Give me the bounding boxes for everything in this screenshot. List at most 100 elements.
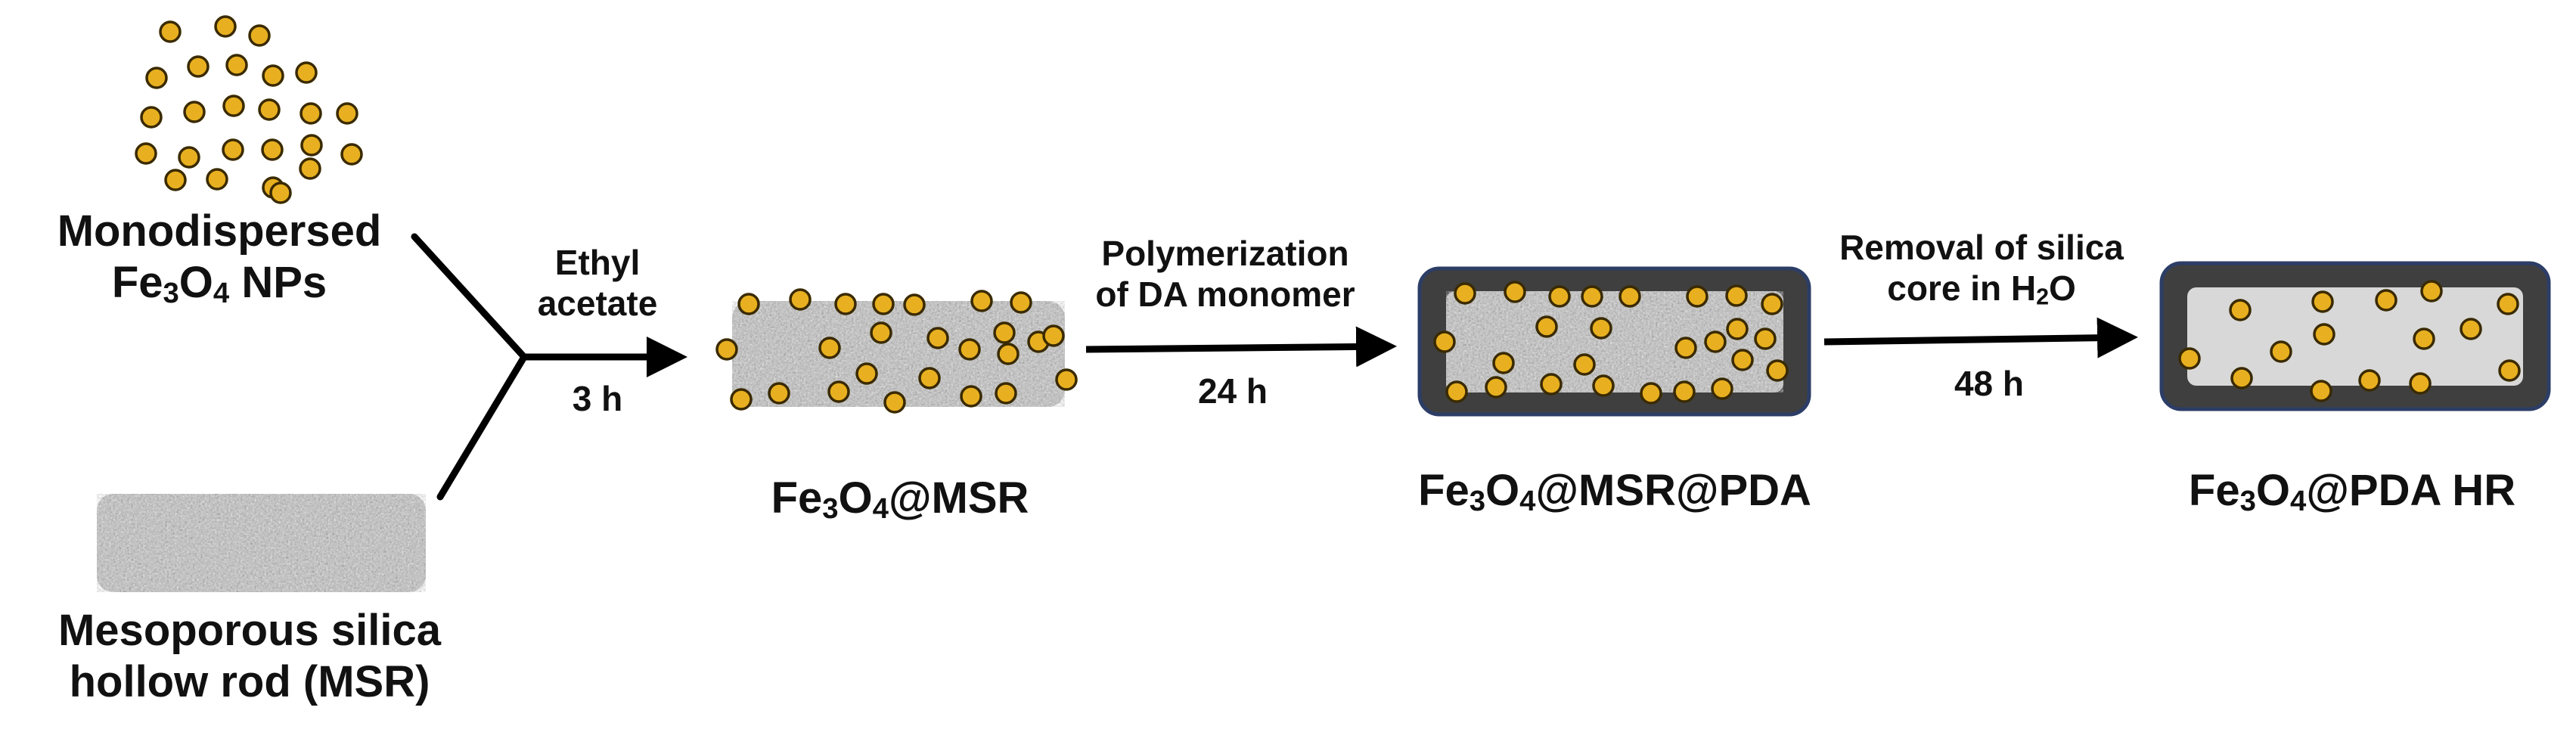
label-step2-conditions: Polymerization of DA monomer — [1095, 234, 1355, 315]
nanoparticle-dot — [1640, 382, 1662, 405]
label-product-fe3o4-msr: Fe3O4@MSR — [771, 473, 1029, 525]
nanoparticle-dot — [970, 290, 993, 312]
label-step1-time: 3 h — [572, 379, 623, 418]
arrow-step2 — [1085, 326, 1397, 368]
nanoparticle-dot — [789, 288, 812, 311]
nanoparticle-dot — [261, 138, 284, 161]
nanoparticle-dot — [1540, 373, 1563, 396]
msr-rod — [97, 494, 426, 592]
nanoparticle-dot — [993, 321, 1016, 344]
label-step3-conditions: Removal of silica core in H2O — [1839, 228, 2124, 310]
nanoparticle-dot — [1055, 368, 1078, 391]
nanoparticle-dot — [206, 168, 228, 191]
nanoparticle-dot — [1725, 284, 1748, 307]
nanoparticle-dot — [1548, 285, 1571, 308]
nanoparticle-dot — [1673, 380, 1696, 403]
nanoparticle-dot — [918, 367, 941, 389]
nanoparticle-dot — [262, 64, 284, 87]
nanoparticle-dot — [2460, 318, 2482, 340]
fe3o4-msr-rod — [732, 301, 1065, 407]
nanoparticle-dot — [870, 321, 892, 344]
nanoparticle-dot — [145, 67, 168, 89]
nanoparticle-dot — [818, 337, 841, 359]
nanoparticle-dot — [2310, 380, 2332, 402]
nanoparticle-dot — [187, 55, 209, 78]
nanoparticle-dot — [2498, 359, 2521, 382]
label-product-fe3o4-pda-hr: Fe3O4@PDA HR — [2188, 466, 2516, 517]
nanoparticle-dot — [248, 24, 271, 47]
nanoparticle-dot — [2375, 289, 2398, 312]
nanoparticle-dot — [1592, 374, 1615, 397]
nanoparticle-dot — [883, 391, 906, 414]
fe3o4-msr-pda-rod — [1417, 266, 1811, 417]
nanoparticle-dot — [258, 98, 281, 121]
nanoparticle-dot — [140, 106, 163, 129]
nanoparticle-dot — [135, 142, 157, 165]
nanoparticle-dot — [2311, 290, 2334, 313]
nanoparticle-dot — [1454, 282, 1476, 305]
nanoparticles — [135, 15, 2521, 414]
nanoparticle-dot — [1433, 330, 1456, 353]
nanoparticle-dot — [827, 380, 850, 403]
nanoparticle-dot — [1485, 376, 1507, 399]
nanoparticle-dot — [1535, 315, 1558, 338]
merge-connector — [411, 233, 687, 501]
nanoparticle-dot — [2313, 323, 2335, 346]
nanoparticle-dot — [183, 101, 206, 123]
nanoparticle-dot — [1674, 337, 1697, 359]
nanoparticle-dot — [1726, 318, 1749, 340]
nanoparticle-dot — [225, 54, 248, 76]
label-step1-conditions: Ethyl acetate — [537, 243, 658, 324]
nanoparticle-dot — [2420, 280, 2443, 303]
nanoparticle-dot — [2497, 293, 2519, 315]
nanoparticle-dot — [1766, 359, 1789, 382]
nanoparticle-dot — [2229, 299, 2252, 321]
nanoparticle-dot — [960, 385, 982, 408]
nanoparticle-dot — [730, 388, 753, 411]
nanoparticle-dot — [222, 138, 244, 161]
nanoparticle-dot — [1573, 353, 1596, 376]
nanoparticle-dot — [269, 182, 292, 204]
nanoparticle-dot — [834, 293, 857, 315]
nanoparticle-dot — [1010, 291, 1032, 314]
nanoparticle-dot — [1590, 317, 1612, 340]
nanoparticle-dot — [997, 343, 1020, 365]
nanoparticle-dot — [1711, 377, 1733, 400]
nanoparticle-dot — [159, 20, 182, 43]
nanoparticle-dot — [855, 362, 878, 385]
nanoparticle-dot — [2270, 340, 2292, 363]
nanoparticle-dot — [299, 157, 321, 180]
nanoparticle-dot — [2178, 347, 2201, 370]
nanoparticle-dot — [715, 338, 738, 361]
fe3o4-pda-hollow-rod — [2159, 261, 2551, 411]
label-msr: Mesoporous silica hollow rod (MSR) — [57, 606, 442, 707]
nanoparticle-dot — [1504, 281, 1526, 303]
nanoparticle-dot — [300, 134, 323, 157]
nanoparticle-dot — [1686, 285, 1709, 308]
nanoparticle-dot — [737, 293, 760, 315]
nanoparticle-dot — [903, 293, 926, 316]
nanoparticle-dot — [164, 169, 187, 191]
label-monodispersed-nps: Monodispersed Fe3O4 NPs — [57, 206, 382, 310]
nanoparticle-dot — [2413, 327, 2435, 350]
nanoparticle-dot — [1704, 330, 1727, 353]
nanoparticle-dot — [1042, 324, 1065, 347]
nanoparticle-dot — [2230, 367, 2253, 389]
nanoparticle-dot — [1731, 349, 1754, 371]
arrow-step3 — [1823, 317, 2138, 358]
nanoparticle-dot — [2358, 369, 2381, 392]
nanoparticle-dot — [336, 102, 358, 125]
nanoparticle-dot — [340, 143, 363, 166]
nanoparticle-dot — [1619, 285, 1641, 308]
nanoparticle-dot — [872, 293, 895, 315]
nanoparticle-dot — [1581, 285, 1603, 308]
nanoparticle-dot — [178, 146, 200, 169]
nanoparticle-dot — [768, 382, 790, 405]
nanoparticle-dot — [1754, 327, 1777, 350]
nanoparticle-dot — [958, 338, 981, 361]
nanoparticle-dot — [926, 327, 949, 349]
nanoparticle-dot — [1492, 352, 1515, 374]
nanoparticle-dot — [214, 15, 237, 38]
